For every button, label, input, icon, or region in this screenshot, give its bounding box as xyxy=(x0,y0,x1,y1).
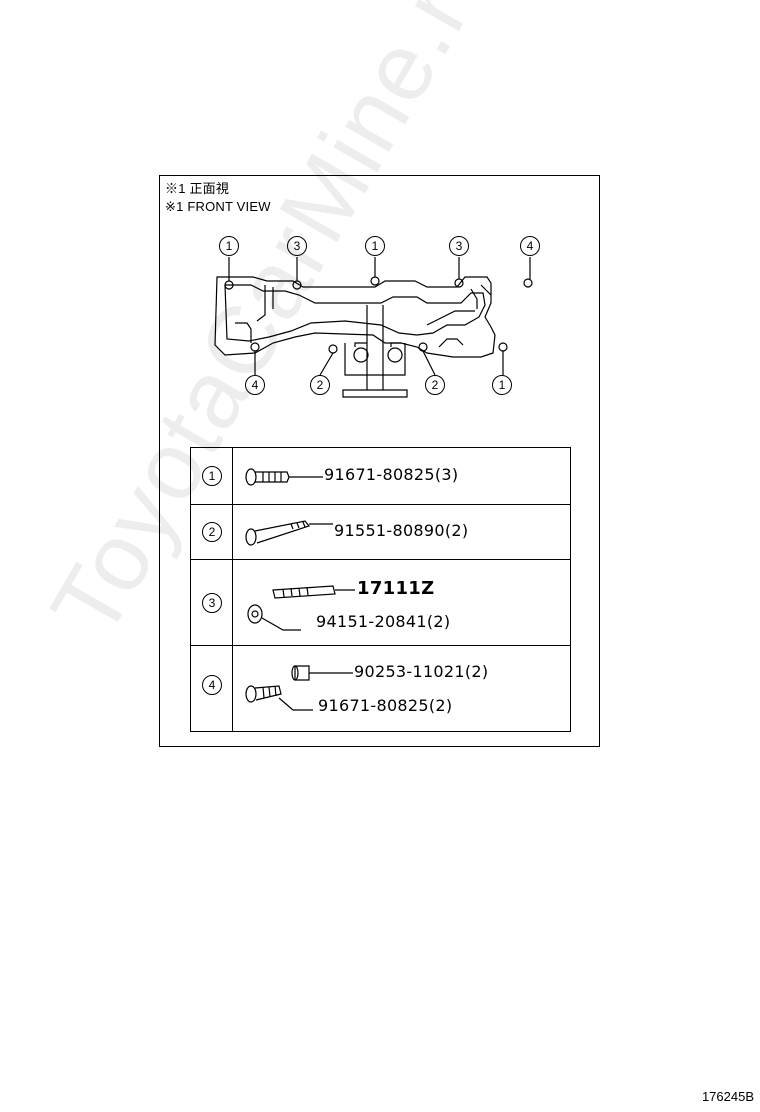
ref-circle: 3 xyxy=(202,593,222,613)
part-number[interactable]: 17111Z xyxy=(357,578,435,599)
part-number[interactable]: 94151-20841(2) xyxy=(316,612,451,631)
stud-and-nut-icon xyxy=(247,585,355,631)
row-ref-cell: 3 xyxy=(191,560,233,646)
bolt-and-collar-icon xyxy=(245,665,353,711)
part-number[interactable]: 91671-80825(2) xyxy=(318,696,453,715)
long-bolt-icon xyxy=(245,520,333,546)
callout-4-bottom-left: 4 xyxy=(245,375,265,395)
row-ref-cell: 4 xyxy=(191,646,233,731)
view-title-jp: ※1 正面視 xyxy=(165,181,230,196)
ref-circle: 1 xyxy=(202,466,222,486)
manifold-front-view xyxy=(214,257,533,398)
callout-2-bottom-right: 2 xyxy=(425,375,445,395)
row-ref-cell: 2 xyxy=(191,505,233,560)
part-number[interactable]: 91551-80890(2) xyxy=(334,521,469,540)
callout-4-top-right: 4 xyxy=(520,236,540,256)
callout-3-top-right: 3 xyxy=(449,236,469,256)
view-title-en: ※1 FRONT VIEW xyxy=(165,199,271,214)
callout-1-top-left: 1 xyxy=(219,236,239,256)
table-row: 2 91551-80890(2) xyxy=(191,504,570,560)
ref-circle: 4 xyxy=(202,675,222,695)
callout-1-top-center: 1 xyxy=(365,236,385,256)
table-row: 3 17111Z 94151-20841(2) xyxy=(191,559,570,646)
diagram-frame xyxy=(159,175,600,747)
parts-table: 1 91671-80825(3) 2 91551-80890(2) 3 1711 xyxy=(190,447,571,732)
row-ref-cell: 1 xyxy=(191,448,233,504)
callout-3-top-left: 3 xyxy=(287,236,307,256)
bolt-icon xyxy=(245,468,323,486)
table-row: 4 90253-11021(2) 91671-80825(2) xyxy=(191,645,570,731)
part-number[interactable]: 90253-11021(2) xyxy=(354,662,489,681)
part-number[interactable]: 91671-80825(3) xyxy=(324,465,459,484)
table-row: 1 91671-80825(3) xyxy=(191,448,570,504)
diagram-code: 176245B xyxy=(701,1089,754,1104)
callout-1-bottom-right: 1 xyxy=(492,375,512,395)
ref-circle: 2 xyxy=(202,522,222,542)
callout-2-bottom-left: 2 xyxy=(310,375,330,395)
